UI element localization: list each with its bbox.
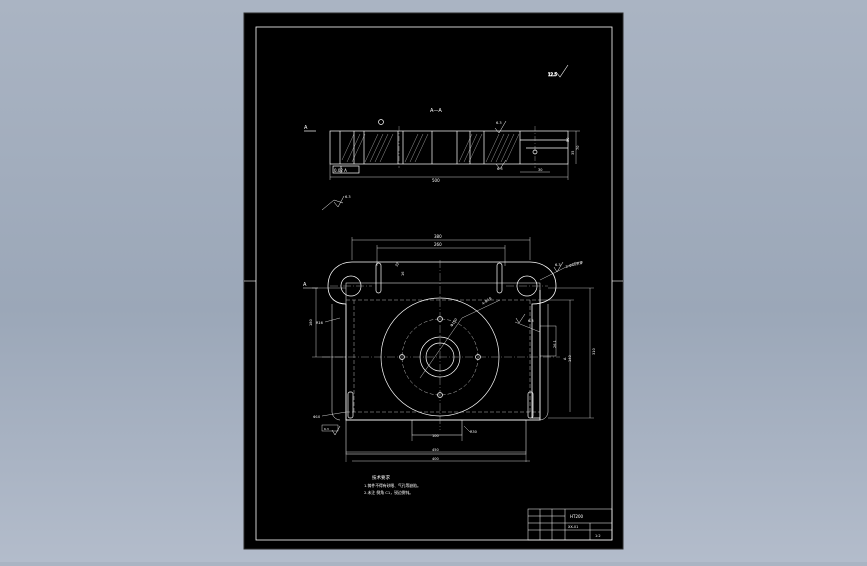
plan-dim-left-height: 180 [309, 319, 313, 326]
plan-dim-r: R30 [470, 430, 477, 434]
corner-roughness-symbol: 12.5 [548, 64, 569, 78]
plan-top-slot-center: 16 [401, 272, 405, 276]
plan-roughness-top: 6.3 [555, 263, 561, 267]
plan-dim-left-small: R16 [316, 321, 323, 325]
section-overall-dim: 500 [432, 178, 440, 183]
section-right-dim-3: 70 [576, 146, 580, 150]
plan-dim-top-inner: 260 [434, 242, 442, 247]
plan-dim-top-outer: 380 [434, 234, 442, 239]
plan-dim-slot: 100 [432, 434, 439, 438]
plan-dim-right-height: 310 [592, 348, 596, 355]
notes-heading: 技术要求 [372, 474, 390, 481]
drawing-sheet [243, 12, 624, 550]
plan-dim-right-inner: 140 [568, 355, 572, 362]
plan-roughness-bottom: 6.3 [324, 427, 329, 431]
plan-dim-left-bottom: Φ10 [313, 415, 320, 419]
plan-label-a: A [303, 282, 307, 288]
section-right-dim-1: 50 [566, 138, 570, 142]
plan-top-slot-left: 32 [394, 262, 400, 268]
plan-top-right-callout: 2-Φ40贯穿 [565, 259, 584, 269]
plan-label-a-side: A [563, 357, 567, 360]
plan-roughness-right: 6.3 [528, 319, 534, 323]
section-title: A—A [430, 108, 442, 114]
plan-dim-bottom-inner: 450 [432, 448, 439, 452]
section-roughness-bottom: 6.3 [497, 167, 503, 171]
section-label-a: A [304, 125, 308, 131]
section-bottom-right-dim: 30 [538, 168, 542, 172]
section-frame-callout: 0.02 A [334, 168, 347, 173]
plan-center-callout: Φ150 [450, 318, 459, 328]
notes-line-1: 1.铸件不得有砂眼、气孔等缺陷。 [364, 483, 421, 488]
section-roughness-right: 6.3 [496, 121, 502, 125]
title-scale: 1:2 [595, 534, 601, 538]
section-roughness-center: 6.3 [345, 195, 351, 199]
title-material: HT200 [570, 514, 584, 519]
title-code: XX-01 [568, 525, 578, 529]
plan-view: 380 260 [303, 234, 596, 462]
section-view: A—A A [304, 108, 580, 211]
drawing-border [255, 26, 613, 541]
plan-hole-callout: 4-Φ18 [481, 296, 492, 305]
corner-roughness-value: 12.5 [548, 72, 557, 77]
notes-line-2: 2.未注 倒角 C1，锐边倒钝。 [364, 490, 413, 495]
section-right-dim-2: 35 [571, 151, 575, 155]
technical-notes: 技术要求 1.铸件不得有砂眼、气孔等缺陷。 2.未注 倒角 C1，锐边倒钝。 [364, 474, 421, 495]
title-block: HT200 XX-01 1:2 [527, 508, 613, 541]
plan-dim-bottom-outer: 400 [432, 457, 439, 461]
plan-dim-right-box: 26.1 [553, 340, 557, 348]
